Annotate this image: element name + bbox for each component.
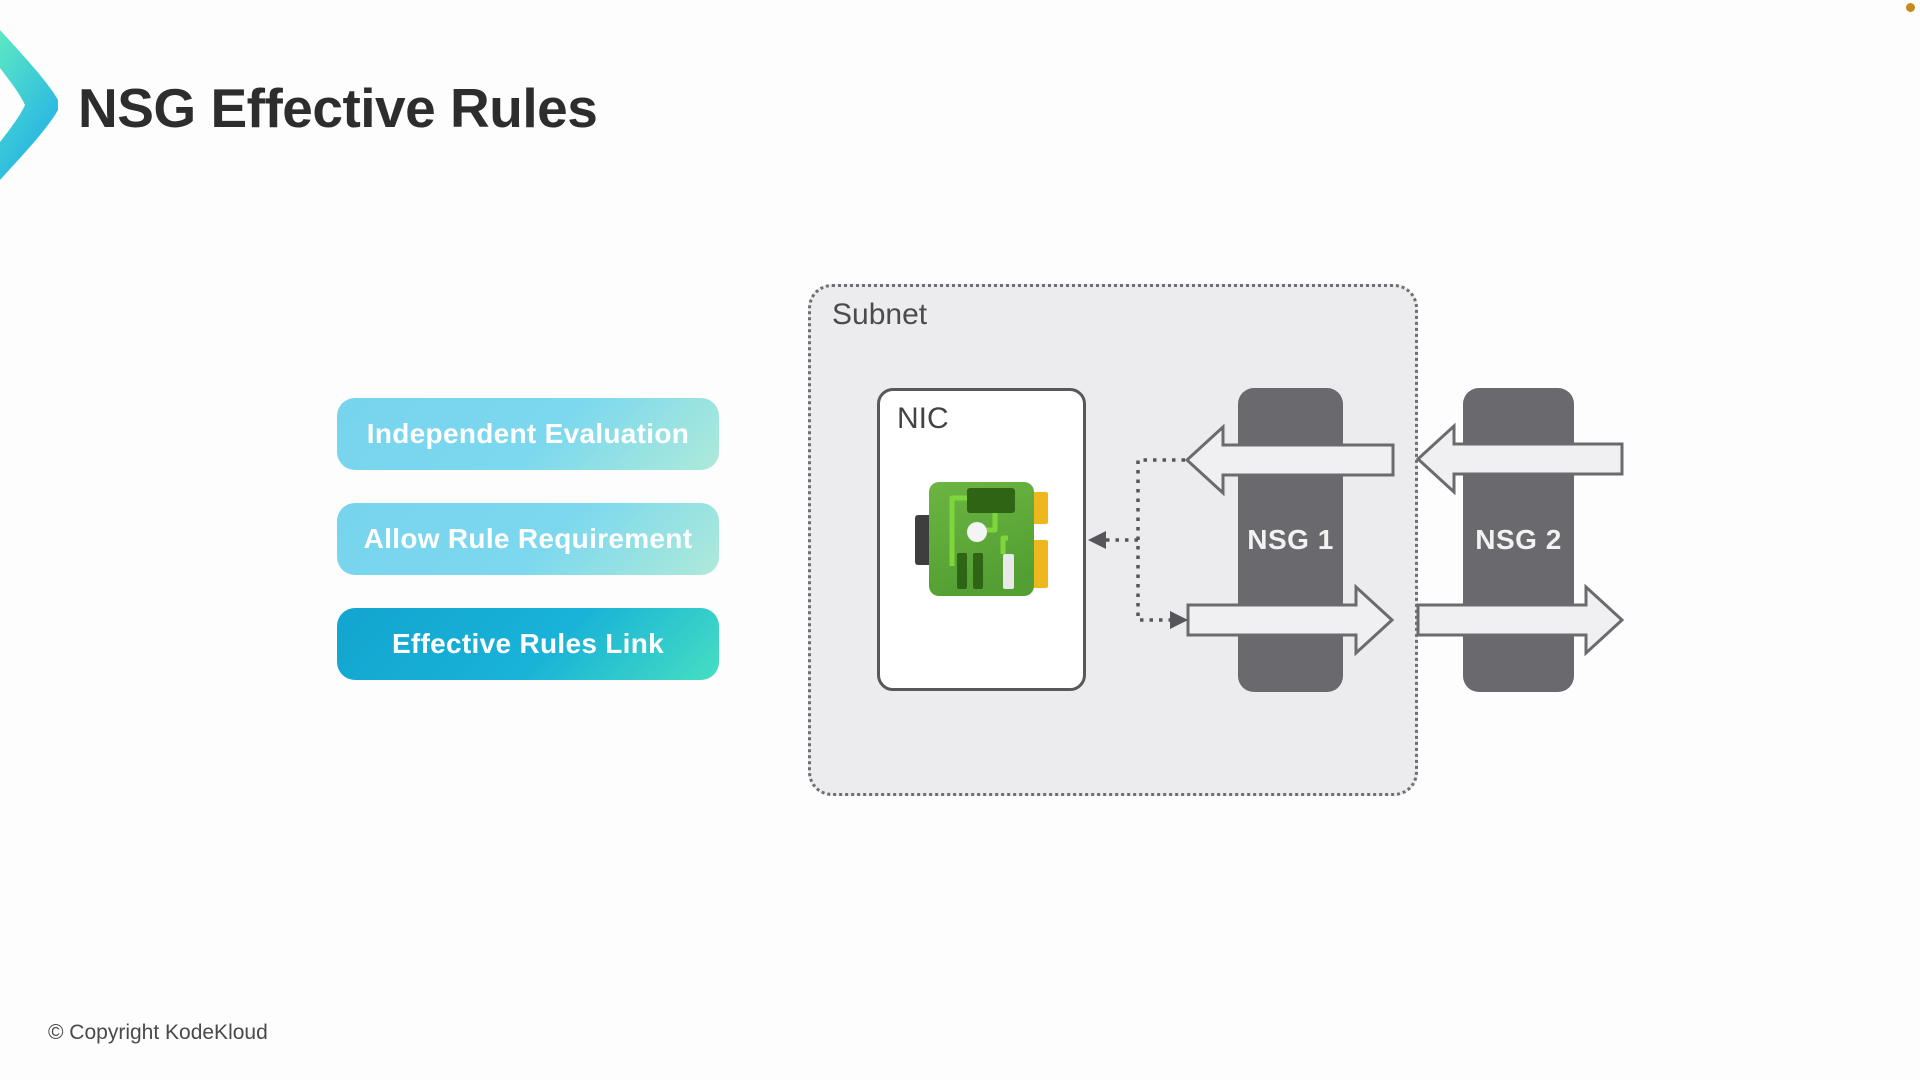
network-interface-card-icon	[915, 482, 1048, 596]
nic-label: NIC	[897, 402, 949, 435]
independent-evaluation-button[interactable]: Independent Evaluation	[337, 398, 719, 470]
copyright-text: © Copyright KodeKloud	[48, 1021, 268, 1044]
page-title: NSG Effective Rules	[78, 77, 598, 139]
nsg1-label: NSG 1	[1247, 524, 1334, 555]
recording-indicator-dot	[1906, 3, 1915, 12]
subnet-label: Subnet	[832, 298, 928, 331]
nsg2-label: NSG 2	[1475, 524, 1562, 555]
nsg1-box: NSG 1	[1238, 388, 1343, 692]
allow-rule-requirement-button[interactable]: Allow Rule Requirement	[337, 503, 719, 575]
nsg2-box: NSG 2	[1463, 388, 1574, 692]
effective-rules-link-button[interactable]: Effective Rules Link	[337, 608, 719, 680]
kodekloud-logo-chevron-icon	[0, 30, 58, 180]
